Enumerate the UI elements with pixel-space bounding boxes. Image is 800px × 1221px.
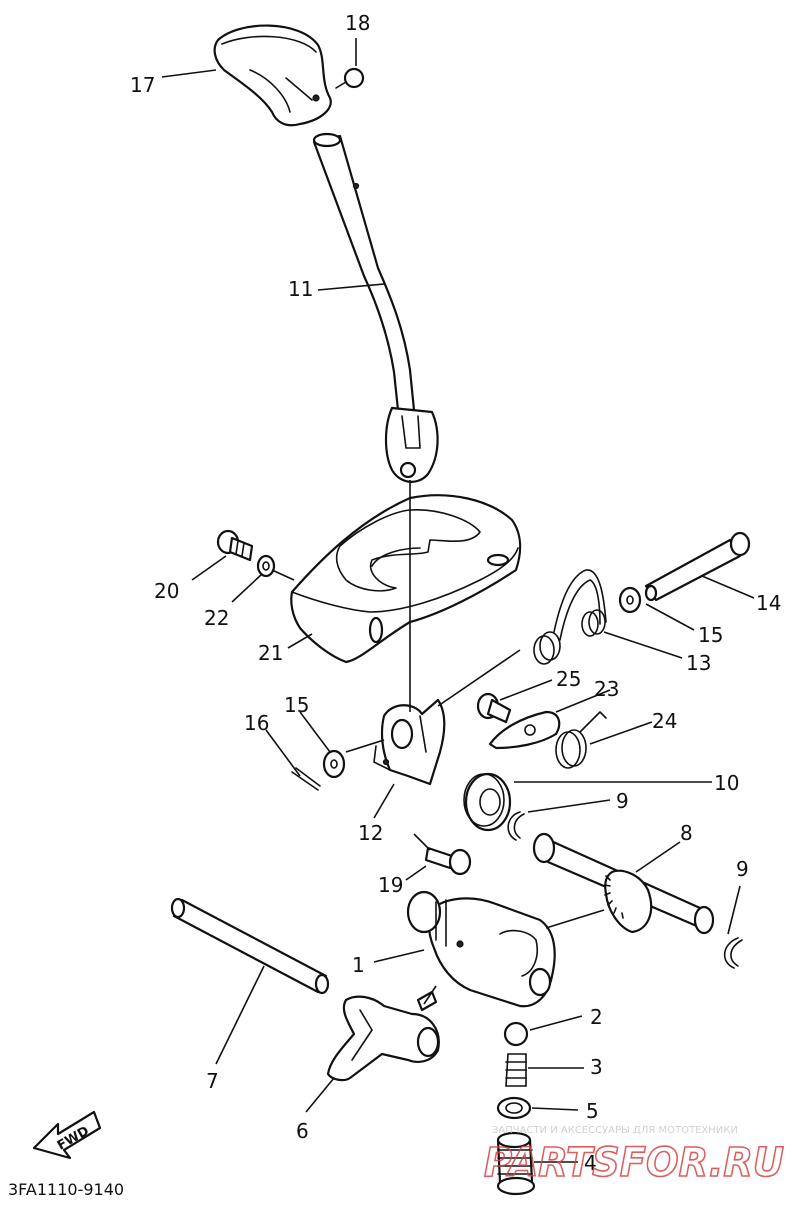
part-shift-gate bbox=[290, 494, 522, 664]
label-15-lower: 15 bbox=[284, 693, 309, 717]
label-8: 8 bbox=[680, 821, 693, 845]
watermark-brand: PARTSFOR.RU bbox=[484, 1140, 784, 1186]
label-9-left: 9 bbox=[616, 789, 629, 813]
label-10: 10 bbox=[714, 771, 739, 795]
part-bolt-20 bbox=[216, 529, 254, 562]
label-23: 23 bbox=[594, 677, 619, 701]
part-circlip-9-right bbox=[723, 937, 743, 969]
part-plug-bolt-4 bbox=[496, 1131, 536, 1196]
label-1: 1 bbox=[352, 953, 365, 977]
leader-lines bbox=[161, 38, 755, 1163]
part-spring-24 bbox=[555, 711, 607, 769]
label-24: 24 bbox=[652, 709, 677, 733]
watermark: ЗАПЧАСТИ И АКСЕССУАРЫ ДЛЯ МОТОТЕХНИКИ PA… bbox=[483, 1125, 785, 1187]
part-bracket-12 bbox=[373, 698, 446, 786]
label-3: 3 bbox=[590, 1055, 603, 1079]
fwd-arrow-icon: FWD bbox=[32, 1110, 102, 1160]
part-washer-15-upper bbox=[618, 586, 642, 614]
part-gasket-5 bbox=[496, 1096, 532, 1120]
drawing-code: 3FA1110-9140 bbox=[8, 1180, 124, 1199]
label-15-upper: 15 bbox=[698, 623, 723, 647]
label-5: 5 bbox=[586, 1099, 599, 1123]
label-13: 13 bbox=[686, 651, 711, 675]
label-4: 4 bbox=[584, 1151, 597, 1175]
part-shift-fork-6 bbox=[326, 990, 440, 1082]
label-20: 20 bbox=[154, 579, 179, 603]
part-oil-seal-10 bbox=[463, 772, 512, 832]
part-shaft-7 bbox=[170, 897, 330, 995]
label-25: 25 bbox=[556, 667, 581, 691]
part-lever-23 bbox=[488, 710, 561, 750]
label-12: 12 bbox=[358, 821, 383, 845]
part-labels: 17 18 11 20 22 21 14 15 13 25 23 24 16 1… bbox=[130, 11, 781, 1175]
part-shift-lever bbox=[312, 132, 439, 483]
part-knob-screw bbox=[335, 67, 365, 89]
label-6: 6 bbox=[296, 1119, 309, 1143]
part-washer-15-lower bbox=[322, 749, 346, 779]
part-pin-14 bbox=[644, 531, 751, 602]
label-21: 21 bbox=[258, 641, 283, 665]
part-bolt-19 bbox=[424, 846, 472, 876]
label-16: 16 bbox=[244, 711, 269, 735]
label-11: 11 bbox=[288, 277, 313, 301]
part-shift-shaft-8 bbox=[532, 832, 715, 935]
label-17: 17 bbox=[130, 73, 155, 97]
label-7: 7 bbox=[206, 1069, 219, 1093]
part-bolt-25 bbox=[476, 692, 512, 724]
part-washer-22 bbox=[256, 554, 276, 578]
label-18: 18 bbox=[345, 11, 370, 35]
label-9-right: 9 bbox=[736, 857, 749, 881]
part-spring-13 bbox=[533, 569, 607, 665]
part-knob bbox=[213, 24, 332, 127]
label-14: 14 bbox=[756, 591, 781, 615]
label-22: 22 bbox=[204, 606, 229, 630]
part-shift-drum-1 bbox=[406, 890, 556, 1008]
part-circlip-9-left bbox=[507, 811, 525, 841]
part-ball-2 bbox=[503, 1021, 529, 1047]
part-spring-3 bbox=[505, 1053, 527, 1087]
watermark-caption: ЗАПЧАСТИ И АКСЕССУАРЫ ДЛЯ МОТОТЕХНИКИ bbox=[492, 1125, 738, 1136]
label-2: 2 bbox=[590, 1005, 603, 1029]
part-cotter-pin-16 bbox=[291, 767, 321, 791]
label-19: 19 bbox=[378, 873, 403, 897]
